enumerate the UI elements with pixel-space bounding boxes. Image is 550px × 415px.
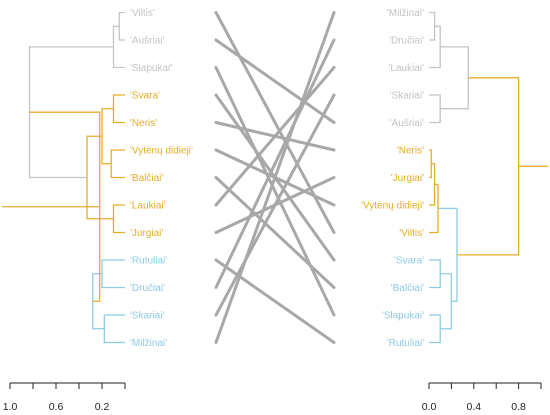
- right-leaf-label: 'Slapukai': [382, 311, 424, 322]
- right-leaf-label: 'Viltis': [399, 228, 424, 239]
- right-leaf-label: 'Milžinai': [387, 8, 424, 19]
- left-dendrogram-branch: [118, 11, 125, 41]
- connector-line: [214, 38, 336, 124]
- right-height-axis: 0.0 0.4 0.8: [422, 382, 542, 413]
- right-dendrogram-branch: [429, 183, 439, 234]
- right-leaf-label: 'Laukiai': [388, 63, 424, 74]
- right-axis-tick-label: 0.4: [466, 401, 481, 413]
- right-dendrogram-branch: [429, 259, 441, 289]
- left-leaf-label: 'Laukiai': [130, 201, 166, 212]
- connector-line: [214, 11, 336, 344]
- left-dendrogram: [2, 11, 125, 344]
- left-leaf-label: 'Neris': [130, 118, 157, 129]
- right-leaf-labels: 'Milžinai' 'Dručiai' 'Laukiai' 'Skariai' 'Au…: [361, 8, 424, 349]
- left-leaf-labels: 'Viltis' 'Aušriai' 'Slapukai' 'Svara' 'Neris…: [130, 8, 193, 349]
- connector-line: [214, 66, 336, 317]
- connector-lines: [214, 11, 336, 344]
- left-leaf-label: 'Skariai': [130, 311, 164, 322]
- left-leaf-label: 'Aušriai': [130, 36, 164, 47]
- right-leaf-label: 'Neris': [397, 146, 424, 157]
- right-dendrogram-branch: [440, 46, 469, 110]
- right-dendrogram-branch: [429, 94, 441, 124]
- left-dendrogram-branch: [112, 94, 125, 124]
- left-leaf-label: 'Balčiai': [130, 173, 163, 184]
- right-leaf-label: 'Rutuliai': [387, 338, 424, 349]
- connector-line: [214, 93, 336, 317]
- connector-line: [214, 66, 336, 207]
- left-leaf-label: 'Jurgiai': [130, 228, 163, 239]
- right-axis-tick-label: 0.8: [511, 401, 526, 413]
- left-dendrogram-branch: [101, 259, 125, 289]
- left-leaf-label: 'Vytėnų didieji': [130, 146, 193, 157]
- left-axis-tick-label: 0.6: [49, 401, 64, 413]
- right-dendrogram-branch: [440, 273, 453, 330]
- left-leaf-label: 'Slapukai': [130, 63, 172, 74]
- left-dendrogram-branch: [112, 204, 125, 234]
- right-leaf-label: 'Vytėnų didieji': [361, 201, 424, 212]
- right-leaf-label: 'Aušriai': [390, 118, 424, 129]
- left-height-axis: 1.0 0.6 0.2: [3, 382, 126, 413]
- left-dendrogram-branch: [103, 314, 125, 344]
- right-dendrogram-branch: [457, 77, 520, 256]
- left-dendrogram-branch: [110, 149, 125, 179]
- connector-line: [214, 258, 336, 344]
- connector-line: [214, 176, 336, 289]
- right-leaf-label: 'Skariai': [390, 91, 424, 102]
- left-leaf-label: 'Viltis': [130, 8, 155, 19]
- left-leaf-label: 'Milžinai': [130, 338, 167, 349]
- right-leaf-label: 'Balčiai': [391, 283, 424, 294]
- right-axis-tick-label: 0.0: [422, 401, 437, 413]
- left-leaf-label: 'Svara': [130, 91, 160, 102]
- right-leaf-label: 'Svara': [394, 256, 424, 267]
- left-leaf-label: 'Rutuliai': [130, 256, 167, 267]
- right-dendrogram-branch: [429, 11, 436, 41]
- left-axis-tick-label: 0.2: [95, 401, 110, 413]
- right-dendrogram-branch: [429, 149, 432, 179]
- right-dendrogram: [429, 11, 548, 344]
- right-leaf-label: 'Jurgiai': [391, 173, 424, 184]
- right-leaf-label: 'Dručiai': [389, 36, 424, 47]
- connector-line: [214, 38, 336, 289]
- right-dendrogram-branch: [429, 314, 441, 344]
- left-axis-tick-label: 1.0: [3, 401, 18, 413]
- connector-line: [214, 11, 336, 234]
- left-leaf-label: 'Dručiai': [130, 283, 165, 294]
